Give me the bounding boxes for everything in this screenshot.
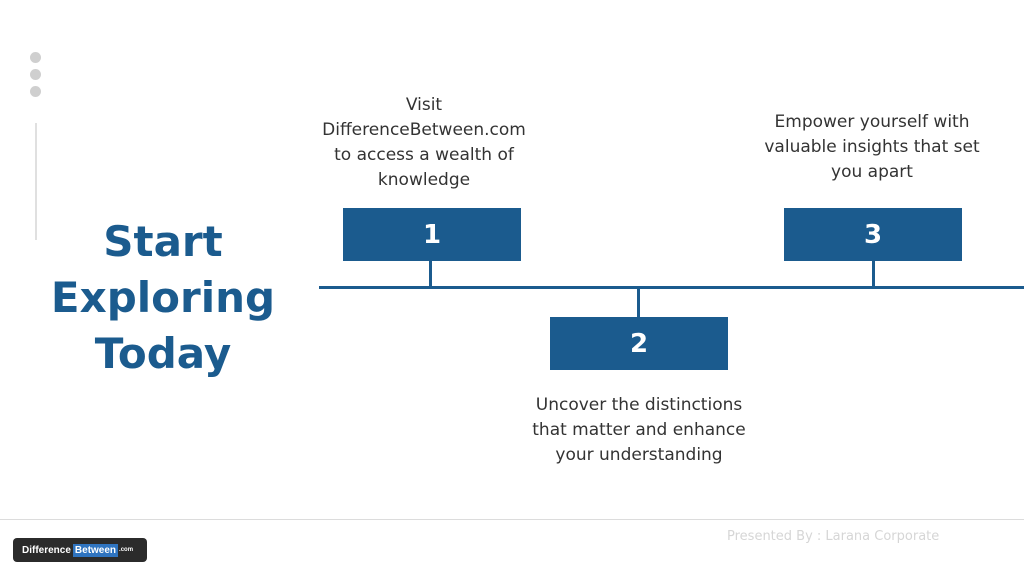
step-3-box: 3 <box>784 208 962 261</box>
step-1-text: Visit DifferenceBetween.com to access a … <box>322 95 526 190</box>
presented-by-text: Presented By : Larana Corporate <box>727 529 940 544</box>
menu-dots-icon[interactable] <box>30 52 41 103</box>
logo-part-1: Difference <box>22 544 71 556</box>
step-3-number: 3 <box>863 219 883 250</box>
footer-divider <box>0 519 1024 520</box>
step-1-box: 1 <box>343 208 521 261</box>
logo-part-3: .com <box>119 547 134 553</box>
timeline-line <box>319 286 1024 289</box>
step-3-connector <box>872 261 875 287</box>
step-3-text: Empower yourself with valuable insights … <box>764 112 980 182</box>
dot <box>30 86 41 97</box>
step-2-text: Uncover the distinctions that matter and… <box>532 395 746 465</box>
brand-logo[interactable]: Difference Between .com <box>13 538 147 562</box>
slide-title: Start Exploring Today <box>50 217 276 378</box>
step-2-number: 2 <box>629 328 649 359</box>
step-1-number: 1 <box>422 219 442 250</box>
dot <box>30 52 41 63</box>
step-1-connector <box>429 261 432 287</box>
step-2-box: 2 <box>550 317 728 370</box>
logo-part-2: Between <box>72 543 119 557</box>
dot <box>30 69 41 80</box>
side-divider <box>35 123 37 240</box>
step-2-connector <box>637 288 640 318</box>
